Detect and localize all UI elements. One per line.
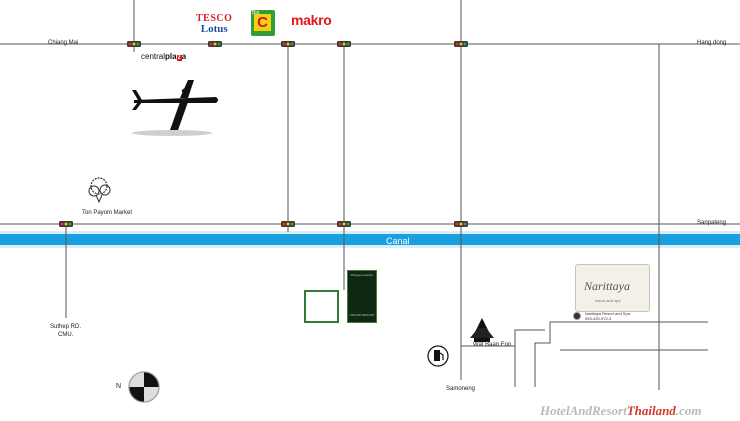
traffic-light-icon: [337, 41, 351, 47]
gas-station-icon: [427, 345, 449, 367]
traffic-light-icon: [454, 41, 468, 47]
lotus-text: Lotus: [200, 23, 228, 35]
traffic-light-icon: [454, 221, 468, 227]
traffic-lights: [59, 41, 468, 227]
roads: [0, 0, 740, 390]
makro-logo: makro: [291, 12, 332, 28]
label-cmu: CMU.: [58, 332, 74, 338]
green-flower-logo: [304, 290, 339, 323]
central-plaza-logo: centralplaza: [141, 52, 186, 61]
watermark-part-1: HotelAndResort: [540, 403, 627, 418]
plaza-text-2: a: [181, 52, 187, 61]
tree-icon: [88, 177, 111, 204]
narittaya-caption-phone: 053-430-972-3: [585, 316, 612, 321]
traffic-light-icon: [281, 221, 295, 227]
orchid-logo-top-text: Phayapa Garden: [350, 273, 374, 277]
label-wat-baan-fon: Wat Baan Fon: [473, 342, 512, 348]
compass-north-label: N: [116, 383, 122, 390]
canal: [0, 234, 740, 245]
compass-icon: [128, 371, 160, 403]
watermark-part-2: Thailand: [626, 403, 676, 418]
label-suthep: Suthep RD.: [50, 324, 82, 330]
watermark: HotelAndResortThailand.com: [540, 403, 701, 419]
traffic-light-icon: [59, 221, 73, 227]
label-chiang-mai: Chiang Mai: [48, 40, 79, 46]
label-hang-dong: Hang dong: [697, 40, 727, 46]
temple-icon: [470, 318, 494, 342]
central-text: central: [141, 52, 166, 61]
label-sanpateng: Sanpateng: [697, 220, 727, 226]
label-samoneng: Samoneng: [446, 386, 476, 392]
label-canal: Canal: [386, 236, 410, 246]
narittaya-marker-icon: [573, 312, 581, 320]
traffic-light-icon: [337, 221, 351, 227]
traffic-light-icon: [281, 41, 295, 47]
airplane-icon: [132, 80, 218, 136]
tesco-text: TESCO: [196, 13, 233, 24]
narittaya-caption-name: Narittaya Resort and Spa: [585, 311, 630, 316]
road-resort-access: [534, 321, 708, 387]
plaza-x-mark: z: [176, 55, 182, 61]
narittaya-logo: Narittaya resort and spa: [575, 264, 650, 312]
narittaya-caption: Narittaya Resort and Spa 053-430-972-3: [585, 311, 630, 321]
watermark-part-3: .com: [675, 403, 702, 418]
tesco-lotus-logo: TESCO Lotus: [196, 14, 232, 35]
big-c-small-text: Big: [252, 10, 260, 16]
label-ton-payom: Ton Payom Market: [82, 210, 133, 216]
big-c-logo: Big C: [251, 10, 275, 36]
orchid-logo-bottom-text: ORCHID RESORT: [349, 313, 375, 317]
narittaya-subtitle: resort and spa: [595, 298, 621, 303]
big-c-letter: C: [254, 14, 271, 31]
orchid-resort-logo: Phayapa Garden ORCHID RESORT: [347, 270, 377, 323]
traffic-light-icon: [127, 41, 141, 47]
plaza-text-1: pla: [165, 52, 177, 61]
road-resort-side: [514, 329, 545, 387]
traffic-light-icon: [208, 41, 222, 47]
narittaya-title: Narittaya: [584, 279, 631, 293]
